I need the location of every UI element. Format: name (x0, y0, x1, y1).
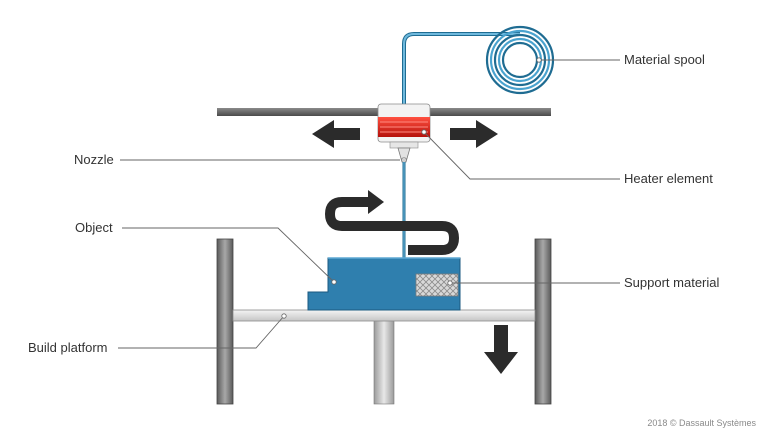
leader-heater-element (423, 131, 620, 180)
arrow-left-icon (312, 120, 360, 148)
label-material-spool: Material spool (624, 52, 705, 67)
label-heater-element: Heater element (624, 171, 713, 186)
arrow-right-icon (450, 120, 498, 148)
u-turn-arrow-icon (325, 190, 459, 255)
right-pillar (534, 238, 552, 405)
leader-object (122, 227, 335, 283)
label-nozzle: Nozzle (74, 152, 114, 167)
leader-build-platform (118, 315, 285, 349)
label-object: Object (75, 220, 113, 235)
print-head (377, 103, 431, 163)
left-pillar (216, 238, 234, 405)
support-material (415, 273, 459, 297)
printed-object (307, 257, 461, 311)
copyright-text: 2018 © Dassault Systèmes (647, 418, 756, 428)
nozzle (397, 147, 411, 163)
filament (402, 32, 520, 104)
label-support-material: Support material (624, 275, 720, 290)
arrow-down-icon (484, 325, 518, 374)
build-platform (232, 309, 536, 322)
label-build-platform: Build platform (28, 340, 108, 355)
platform-column (373, 319, 395, 405)
